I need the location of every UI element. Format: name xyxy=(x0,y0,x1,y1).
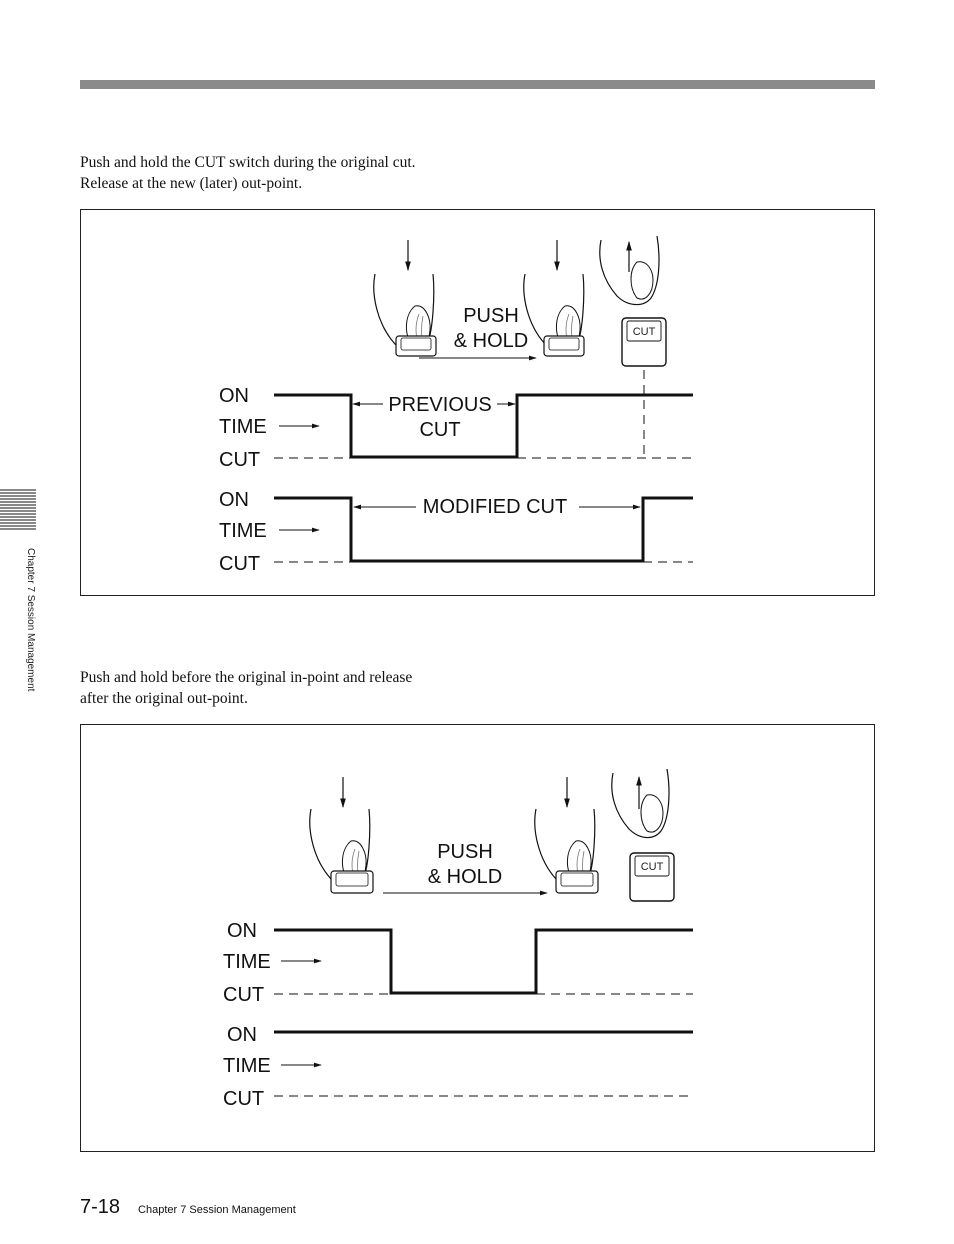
row-label-cut: CUT xyxy=(223,984,264,1006)
figure-2: CUT PUSH & HOLD ON TIME CUT ON TIME CUT xyxy=(80,724,875,1152)
signal-original-cut xyxy=(274,928,693,995)
finger-pressing-icon xyxy=(373,240,437,357)
row-label-time: TIME xyxy=(219,416,267,438)
push-hold-label: PUSH xyxy=(463,305,519,327)
push-hold-label: PUSH xyxy=(437,841,493,863)
row-label-on: ON xyxy=(219,385,249,407)
cut-key-label: CUT xyxy=(641,861,664,873)
push-hold-label: & HOLD xyxy=(454,330,528,352)
section1-paragraph: Push and hold the CUT switch during the … xyxy=(80,152,416,194)
cut-key-label: CUT xyxy=(633,326,656,338)
row-label-cut: CUT xyxy=(219,553,260,575)
row-label-on: ON xyxy=(219,489,249,511)
figure-1: CUT PUSH & HOLD ON TIME CUT PREVIOUS CUT… xyxy=(80,209,875,596)
timing-diagram-1: CUT PUSH & HOLD ON TIME CUT PREVIOUS CUT… xyxy=(219,235,693,575)
chapter-side-title: Chapter 7 Session Management xyxy=(25,548,36,692)
row-label-cut: CUT xyxy=(223,1088,264,1110)
signal-previous-cut xyxy=(274,393,693,459)
row-label-time: TIME xyxy=(223,1055,271,1077)
row-label-on: ON xyxy=(227,920,257,942)
paragraph-line: Push and hold before the original in-poi… xyxy=(80,669,413,686)
row-label-on: ON xyxy=(227,1024,257,1046)
timing-diagram-2: CUT PUSH & HOLD ON TIME CUT ON TIME CUT xyxy=(223,768,693,1110)
row-label-cut: CUT xyxy=(219,449,260,471)
previous-cut-label: PREVIOUS xyxy=(388,394,491,416)
modified-cut-label: MODIFIED CUT xyxy=(423,496,567,518)
finger-pressing-icon xyxy=(534,777,599,894)
footer-chapter: Chapter 7 Session Management xyxy=(138,1204,296,1216)
paragraph-line: Push and hold the CUT switch during the … xyxy=(80,154,416,171)
chapter-tab-marker xyxy=(0,489,36,530)
page-number: 7-18 xyxy=(80,1196,121,1218)
page-footer: 7-18 Chapter 7 Session Management xyxy=(80,1196,296,1219)
section2-paragraph: Push and hold before the original in-poi… xyxy=(80,667,412,709)
paragraph-line: after the original out-point. xyxy=(80,690,248,707)
push-hold-label: & HOLD xyxy=(428,866,502,888)
finger-pressing-icon xyxy=(309,777,374,894)
row-label-time: TIME xyxy=(223,951,271,973)
signal-modified-cut xyxy=(274,496,693,563)
previous-cut-label: CUT xyxy=(419,419,460,441)
paragraph-line: Release at the new (later) out-point. xyxy=(80,175,303,192)
finger-releasing-icon: CUT xyxy=(611,768,675,902)
header-rule xyxy=(80,80,875,89)
finger-pressing-icon xyxy=(523,240,585,357)
finger-releasing-icon: CUT xyxy=(599,235,667,367)
row-label-time: TIME xyxy=(219,520,267,542)
